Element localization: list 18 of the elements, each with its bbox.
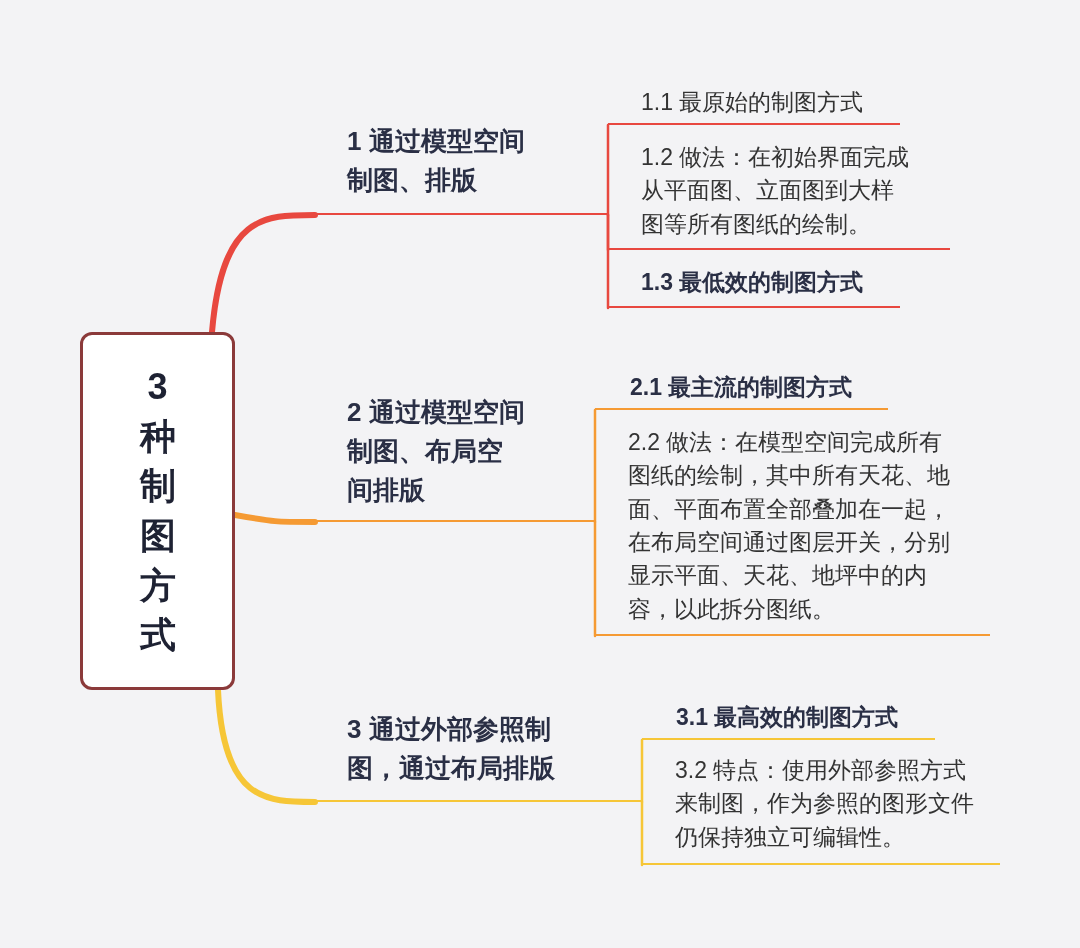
branch-line bbox=[640, 800, 644, 867]
branch-line bbox=[593, 520, 597, 638]
topic-text: 3种制图方式 bbox=[139, 365, 176, 658]
branch-line bbox=[640, 738, 644, 804]
topic-text: 2 通过模型空间制图、布局空间排版 bbox=[347, 396, 526, 507]
topic-text: 1.2 做法：在初始界面完成从平面图、立面图到大样图等所有图纸的绘制。 bbox=[641, 143, 911, 239]
central-topic-box bbox=[80, 332, 235, 690]
topic-text: 2.1 最主流的制图方式 bbox=[630, 373, 854, 402]
topic-text: 2.2 做法：在模型空间完成所有图纸的绘制，其中所有天花、地面、平面布置全部叠加在一起，在布局空间通过图层开关，分别显示平面、天花、地坪中的内容，以此拆分图纸。 bbox=[628, 428, 951, 624]
topic-text: 1.3 最低效的制图方式 bbox=[641, 268, 865, 297]
branch-line bbox=[606, 213, 610, 310]
topic-text: 1 通过模型空间制图、排版 bbox=[347, 125, 526, 197]
branch-line bbox=[606, 123, 610, 217]
topic-text: 1.1 最原始的制图方式 bbox=[641, 88, 865, 117]
topic-text: 3 通过外部参照制图，通过布局排版 bbox=[347, 713, 556, 785]
branch-line bbox=[593, 408, 597, 524]
topic-text: 3.2 特点：使用外部参照方式来制图，作为参照的图形文件仍保持独立可编辑性。 bbox=[675, 756, 975, 852]
topic-text: 3.1 最高效的制图方式 bbox=[676, 703, 900, 732]
